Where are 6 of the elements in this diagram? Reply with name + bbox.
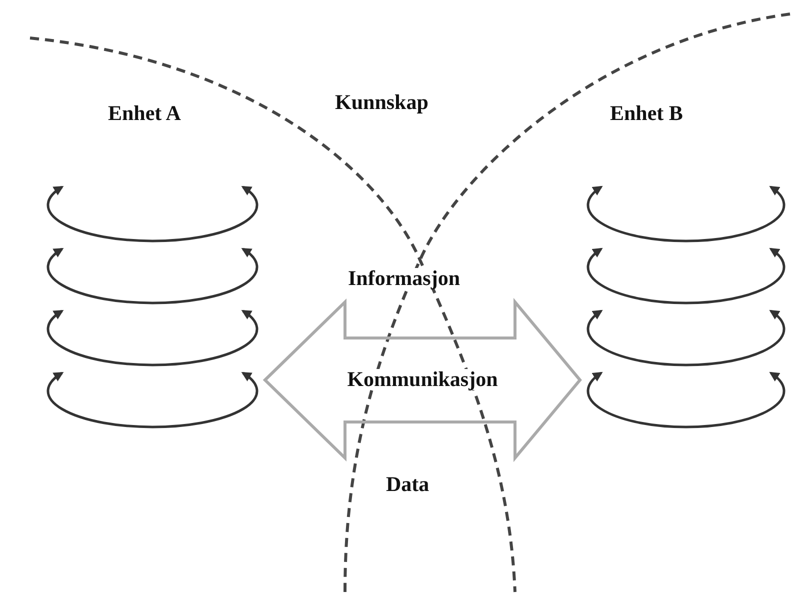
unit-heading: Enhet B [610, 103, 683, 124]
unit-heading: Enhet A [108, 103, 181, 124]
text-label: Kunnskap [335, 92, 428, 113]
double-arrow [262, 298, 582, 462]
edge-label: Kommunikasjon [347, 369, 498, 390]
text-label: Informasjon [348, 268, 460, 289]
